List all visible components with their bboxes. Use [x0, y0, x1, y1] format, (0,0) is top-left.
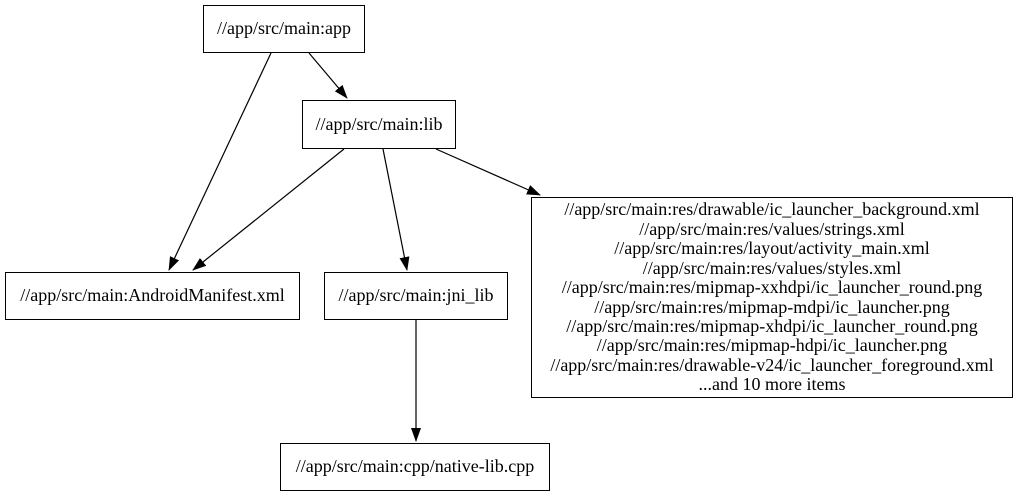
- res-item: //app/src/main:res/layout/activity_main.…: [614, 238, 930, 259]
- res-item: //app/src/main:res/mipmap-xxhdpi/ic_laun…: [561, 277, 983, 298]
- res-more-items: ...and 10 more items: [698, 374, 846, 395]
- node-res-group: //app/src/main:res/drawable/ic_launcher_…: [531, 197, 1013, 398]
- edge-lib-res: [435, 148, 541, 196]
- node-jni-lib-label: //app/src/main:jni_lib: [338, 285, 494, 306]
- edge-app-lib: [308, 52, 348, 99]
- node-android-manifest: //app/src/main:AndroidManifest.xml: [5, 272, 300, 320]
- edge-lib-jni: [382, 148, 410, 271]
- node-native-lib: //app/src/main:cpp/native-lib.cpp: [280, 443, 550, 491]
- res-item: //app/src/main:res/values/styles.xml: [642, 257, 902, 278]
- node-lib: //app/src/main:lib: [302, 100, 456, 149]
- edge-lib-manifest: [192, 148, 345, 271]
- node-jni-lib: //app/src/main:jni_lib: [324, 272, 508, 320]
- res-item: //app/src/main:res/mipmap-hdpi/ic_launch…: [596, 335, 948, 356]
- res-item: //app/src/main:res/mipmap-xhdpi/ic_launc…: [566, 315, 978, 336]
- node-lib-label: //app/src/main:lib: [315, 113, 443, 134]
- res-item: //app/src/main:res/values/strings.xml: [639, 218, 905, 239]
- edge-app-manifest: [168, 52, 272, 271]
- res-item: //app/src/main:res/mipmap-mdpi/ic_launch…: [594, 296, 950, 317]
- node-native-lib-label: //app/src/main:cpp/native-lib.cpp: [295, 456, 535, 477]
- node-app-label: //app/src/main:app: [217, 18, 351, 39]
- res-item: //app/src/main:res/drawable-v24/ic_launc…: [550, 354, 994, 375]
- res-item: //app/src/main:res/drawable/ic_launcher_…: [564, 199, 980, 220]
- node-app: //app/src/main:app: [203, 5, 365, 53]
- node-android-manifest-label: //app/src/main:AndroidManifest.xml: [20, 285, 285, 306]
